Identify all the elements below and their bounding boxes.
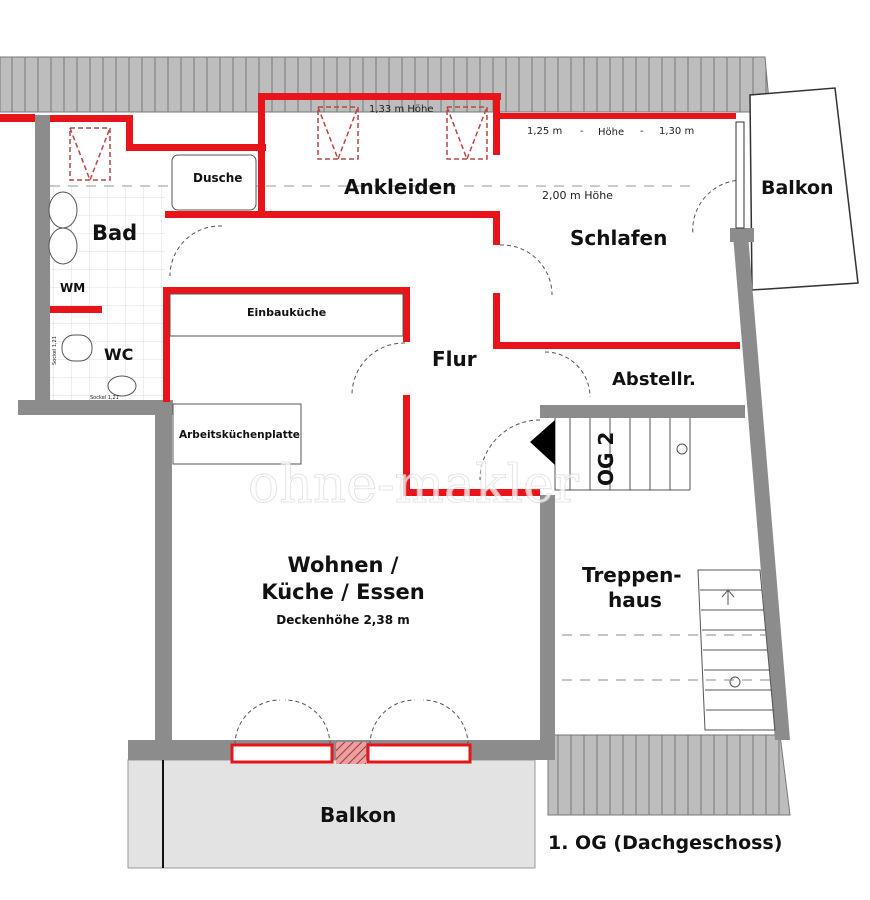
skylights — [69, 106, 488, 183]
stair-arrow-icon — [530, 420, 555, 465]
label-flur: Flur — [432, 347, 477, 371]
label-abstellraum: Abstellr. — [612, 369, 696, 390]
label-schlafen: Schlafen — [570, 226, 667, 250]
balcony-bottom — [127, 759, 536, 869]
label-einbaukueche: Einbauküche — [247, 306, 326, 319]
label-treppenhaus-2: haus — [608, 588, 662, 612]
sockel-wc-bottom: Sockel 1,21 — [90, 395, 119, 401]
label-wm: WM — [60, 281, 85, 295]
ceiling-height: Deckenhöhe 2,38 m — [276, 613, 410, 627]
label-treppenhaus-1: Treppen- — [582, 563, 682, 587]
schlafen-height-right: 1,30 m — [659, 126, 694, 137]
stairs — [554, 418, 776, 731]
kitchen-unit — [169, 293, 404, 337]
label-wc: WC — [104, 345, 133, 364]
label-ankleiden: Ankleiden — [344, 175, 456, 199]
sink-2 — [48, 227, 78, 265]
window-balcony-right — [735, 121, 745, 229]
label-balkon-bottom: Balkon — [320, 803, 396, 827]
schlafen-height-dash-2: - — [640, 126, 644, 137]
full-height: 2,00 m Höhe — [542, 189, 613, 202]
doors — [169, 179, 744, 746]
window-right — [366, 743, 472, 764]
roof-stair — [547, 734, 791, 816]
label-balkon-right: Balkon — [761, 177, 834, 199]
balcony-right — [749, 87, 859, 291]
worktop — [172, 403, 302, 465]
label-wohnen-1: Wohnen / — [288, 553, 399, 577]
stair-up-label: OG 2 — [594, 432, 618, 486]
schlafen-height-dash-1: - — [580, 126, 584, 137]
sink-1 — [48, 191, 78, 229]
floor-title: 1. OG (Dachgeschoss) — [548, 832, 782, 854]
chimney-hatch — [336, 742, 366, 764]
wc-sink — [107, 375, 137, 397]
toilet — [61, 334, 93, 362]
label-dusche: Dusche — [193, 171, 242, 185]
existing-walls — [18, 115, 790, 760]
label-arbeitskuechenplatte: Arbeitsküchenplatte — [179, 429, 300, 441]
new-walls — [0, 93, 740, 496]
window-left — [230, 743, 334, 764]
ankleiden-height: 1,33 m Höhe — [369, 104, 434, 115]
label-wohnen-2: Küche / Essen — [261, 580, 424, 604]
schlafen-height-left: 1,25 m — [527, 126, 562, 137]
sockel-wc-side: Sockel 1,21 — [52, 336, 58, 365]
label-bad: Bad — [92, 221, 137, 245]
watermark: ohne-makler — [248, 455, 579, 515]
schlafen-height-label: Höhe — [598, 127, 624, 138]
shower — [171, 154, 257, 211]
